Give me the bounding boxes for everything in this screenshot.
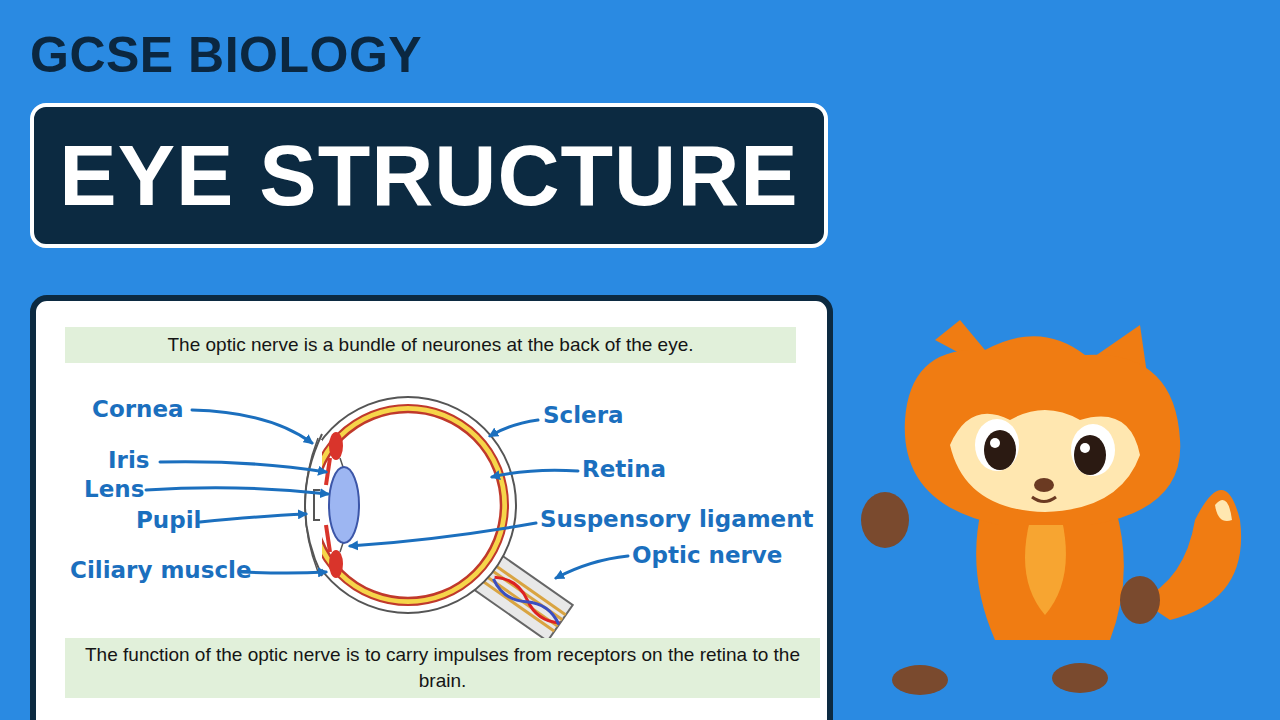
part-label: Optic nerve <box>632 542 782 568</box>
info-band: The optic nerve is a bundle of neurones … <box>65 327 796 363</box>
part-label: Cornea <box>92 396 184 422</box>
part-label: Sclera <box>543 402 624 428</box>
node-text: The optic nerve is a bundle of neurones … <box>157 328 703 362</box>
info-band: The function of the optic nerve is to ca… <box>65 638 820 698</box>
fox-mascot <box>861 320 1241 695</box>
node-text: EYE STRUCTURE <box>59 126 798 225</box>
title-box: EYE STRUCTURE <box>30 103 828 248</box>
part-label: Retina <box>582 456 666 482</box>
part-label: Pupil <box>136 507 201 533</box>
content-panel <box>33 298 830 720</box>
part-label: Lens <box>84 476 144 502</box>
page-title: GCSE BIOLOGY <box>30 26 422 84</box>
part-label: Suspensory ligament <box>540 506 814 532</box>
eye-illustration <box>296 397 573 641</box>
part-label: Iris <box>108 447 149 473</box>
node-text: The function of the optic nerve is to ca… <box>65 638 820 698</box>
part-label: Ciliary muscle <box>70 557 252 583</box>
leader-lines <box>146 410 628 578</box>
